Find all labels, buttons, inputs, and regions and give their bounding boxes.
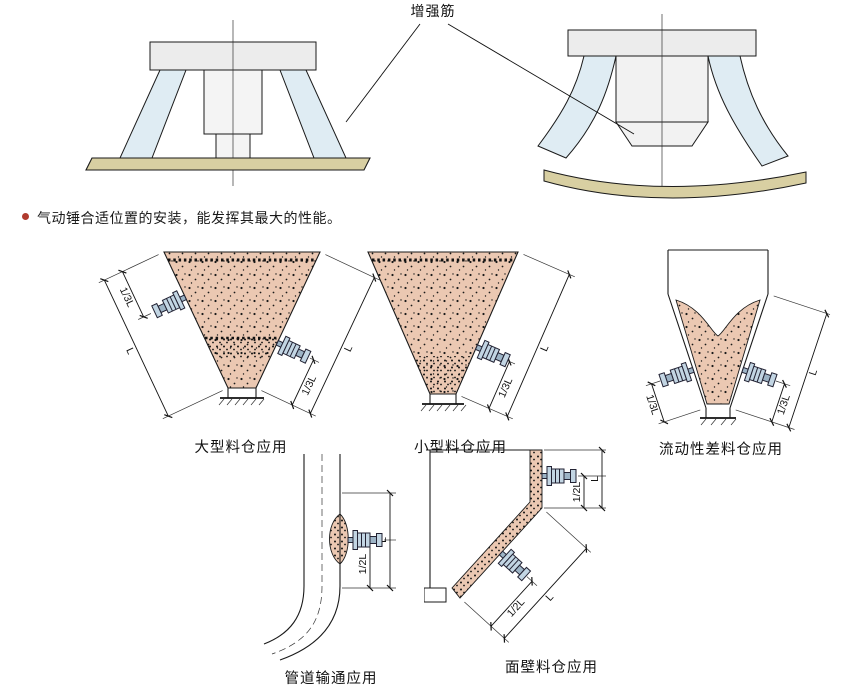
hopper-outlet [700,408,737,426]
bin-structure [424,449,542,603]
caption-poor-flow-silo: 流动性差料仓应用 [659,442,783,458]
diagram-silo-wall: 1/2L L 1/2L L 面壁料仓应用 [424,440,679,677]
upper-wall-dimensions: 1/2L L [544,446,606,512]
dim-label-right-full: L [538,343,551,353]
caption-small-silo: 小型料仓应用 [414,440,507,456]
diagram-large-silo: 1/3L L 1/3L L 大型料仓应用 [96,246,386,457]
dim-label-upper-full: L [589,476,601,482]
diagram-small-silo: 1/3L L 小型料仓应用 [338,246,583,457]
dim-label-lower-half: 1/2L [505,596,528,619]
dim-label-right-third: 1/3L [300,373,320,397]
vertical-dimensions: 1/2L L [342,489,396,592]
bin-walls [667,249,769,409]
pneumatic-hammer-icon [739,360,779,391]
curved-base-structure [537,14,807,199]
note-text: 气动锤合适位置的安装，能发挥其最大的性能。 [37,210,342,226]
material-buildup [329,513,349,565]
large-silo-drawing: 1/3L L 1/3L L [98,251,380,420]
silo-wall-drawing: 1/2L L 1/2L L [424,446,606,643]
pipeline-drawing: 1/2L L [263,454,396,661]
pneumatic-hammer-icon [541,466,577,486]
dim-label-right-third: 1/3L [775,393,793,416]
dim-label-lower-full: L [543,591,556,604]
dim-label-full: L [377,537,389,543]
diagram-poor-flow-silo: 1/3L 1/3L L 流动性差料仓应用 [606,246,836,459]
small-silo-drawing: 1/3L L [367,251,575,421]
caption-large-silo: 大型料仓应用 [194,440,288,456]
hopper-body [163,251,321,389]
dim-label-upper-half: 1/2L [571,482,583,503]
caption-pipeline: 管道输通应用 [284,671,378,687]
dim-label-right-third: 1/3L [496,376,515,400]
material-wall-layer [451,449,543,599]
dim-label-left-third: 1/3L [117,285,137,309]
dim-label-right-full: L [807,368,820,377]
dim-label-left-full: L [123,346,136,357]
diagram-pipeline: 1/2L L 管道输通应用 [256,448,406,688]
material-channel [675,299,761,405]
hopper-body [367,251,519,395]
lower-wall-dimensions: 1/2L L [464,511,592,643]
pneumatic-hammer-icon [347,530,383,550]
left-wall-dimensions: 1/3L [643,380,701,425]
hopper-outlet [420,394,467,412]
dim-label-right-full: L [342,343,355,354]
hopper-outlet [218,388,265,406]
caption-silo-wall: 面壁料仓应用 [505,660,598,676]
installation-note: 气动锤合适位置的安装，能发挥其最大的性能。 [22,208,342,228]
reinforcement-rib-callout: 增强筋 [345,3,635,135]
reinforcement-rib-label: 增强筋 [411,3,456,19]
pneumatic-hammer-icon [657,360,697,391]
reinforced-structures-figure: 增强筋 [85,3,807,199]
bullet-icon [22,213,29,220]
dim-label-half: 1/2L [357,554,369,575]
pipe-walls [263,454,341,661]
flat-base-structure [85,20,371,186]
poor-flow-silo-drawing: 1/3L 1/3L L [643,249,831,432]
dim-label-left-third: 1/3L [643,393,661,416]
